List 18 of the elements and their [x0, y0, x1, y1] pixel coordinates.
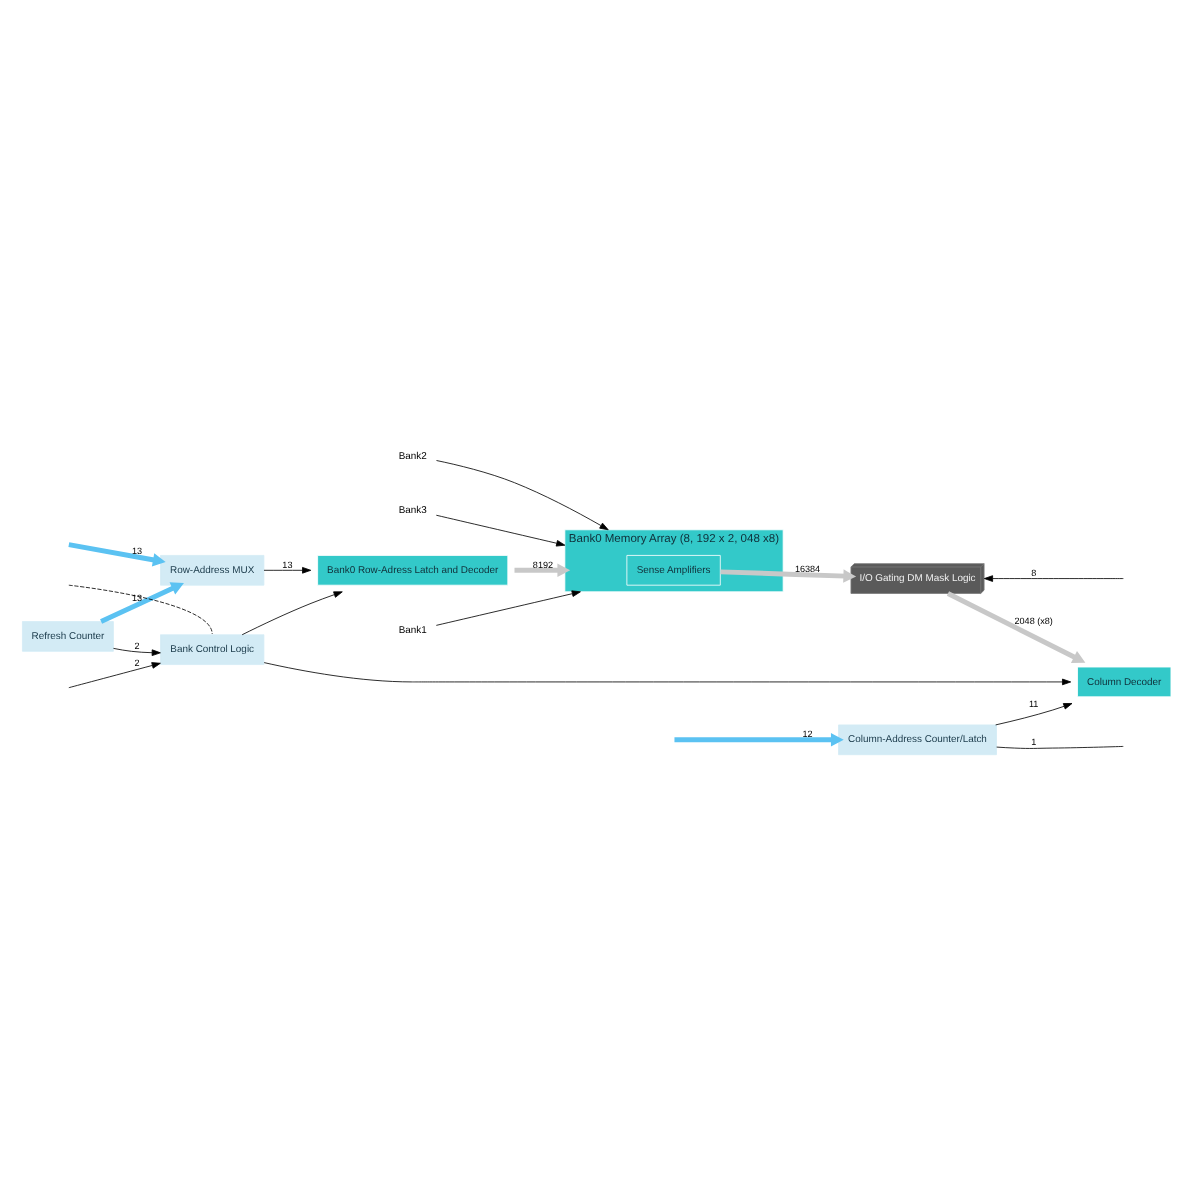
arrow [674, 733, 844, 747]
arrow [435, 514, 566, 547]
arrow [435, 590, 581, 626]
arrow [68, 662, 161, 689]
arrow [263, 567, 312, 574]
arrow [100, 582, 184, 624]
connector [996, 746, 1124, 749]
arrow [720, 569, 857, 583]
arrow [68, 542, 166, 567]
arrow [983, 575, 1124, 582]
arrow [514, 563, 571, 577]
connector [68, 584, 213, 635]
arrow [241, 591, 343, 636]
arrow [113, 647, 161, 656]
arrow [263, 662, 1072, 686]
arrow [436, 460, 609, 531]
arrow [946, 591, 1086, 663]
arrow [995, 703, 1073, 726]
